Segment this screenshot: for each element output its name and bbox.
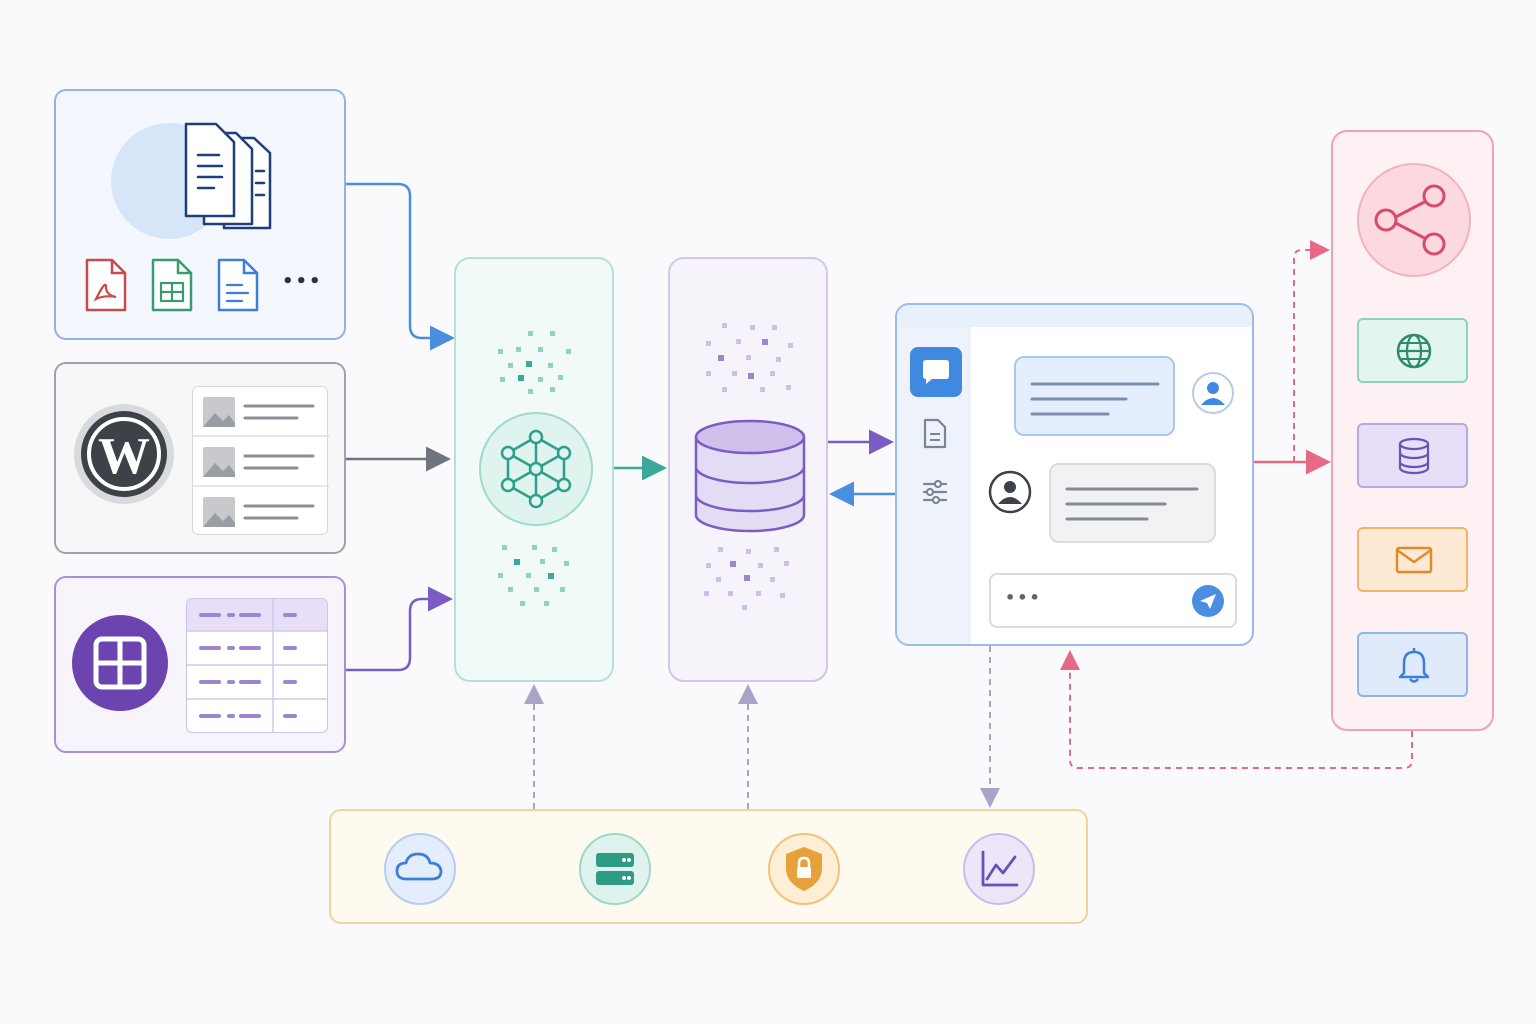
image-thumbnail-icon [203,397,235,427]
particle-scatter-top [706,323,793,392]
post-list-card [192,386,329,535]
image-thumbnail-icon [203,447,235,477]
sidebar-chat-button[interactable] [910,347,962,397]
svg-text:W: W [98,428,150,485]
documents-stack-icon [111,122,272,239]
user-avatar-icon [1192,372,1234,414]
documents-source-panel[interactable]: ••• [54,89,346,340]
server-service[interactable] [579,833,651,905]
grid-app-icon [72,615,168,711]
connector-chat-to-share-dashed [1293,240,1330,462]
database-icon [694,419,806,533]
particle-scatter-bottom [498,545,569,606]
document-icon[interactable] [920,417,950,451]
doc-icon [217,258,259,312]
server-icon [596,853,634,885]
vector-store-stage-panel[interactable] [668,257,828,682]
pdf-icon [85,258,127,312]
analytics-service[interactable] [963,833,1035,905]
output-actions-panel[interactable] [1331,130,1494,731]
infrastructure-bar[interactable] [329,809,1088,924]
message-text-lines [1065,487,1199,521]
chat-titlebar [897,305,1252,327]
particle-scatter-bottom [704,547,789,610]
particle-scatter-top [498,331,571,394]
assistant-avatar-icon [988,470,1032,514]
assistant-message-bubble [1049,463,1216,543]
more-file-types-indicator: ••• [282,271,323,292]
globe-icon [1396,333,1432,369]
security-service[interactable] [768,833,840,905]
data-table-grid [187,599,327,732]
cloud-icon [395,852,443,881]
wordpress-icon: W [74,404,174,504]
email-output-box[interactable] [1357,527,1468,592]
data-table-card [186,598,328,733]
connector-docs-to-embed [346,182,455,351]
message-text-lines [1030,382,1160,416]
user-message-bubble [1014,356,1175,436]
spreadsheet-icon [151,258,193,312]
image-thumbnail-icon [203,497,235,527]
message-input-field[interactable]: ••• [989,573,1237,628]
neural-network-icon [479,412,593,526]
database-output-box[interactable] [1357,423,1468,488]
chat-icon [923,360,949,384]
table-source-panel[interactable] [54,576,346,753]
analytics-chart-icon [981,850,1019,887]
embedding-stage-panel[interactable] [454,257,614,682]
send-icon[interactable] [1191,584,1225,618]
share-icon[interactable] [1356,162,1472,278]
connector-outputs-to-chat-dashed [1060,650,1413,769]
chat-window[interactable]: ••• [895,303,1254,646]
security-shield-icon [786,847,822,891]
post-list-rows [193,397,329,527]
database-icon [1398,437,1430,475]
message-input-placeholder: ••• [1005,588,1042,607]
bell-icon [1398,648,1430,683]
web-output-box[interactable] [1357,318,1468,383]
sliders-icon[interactable] [920,477,950,507]
connector-table-to-embed [346,586,453,672]
cloud-service[interactable] [384,833,456,905]
wordpress-source-panel[interactable]: W [54,362,346,554]
mail-icon [1395,546,1433,574]
notification-output-box[interactable] [1357,632,1468,697]
